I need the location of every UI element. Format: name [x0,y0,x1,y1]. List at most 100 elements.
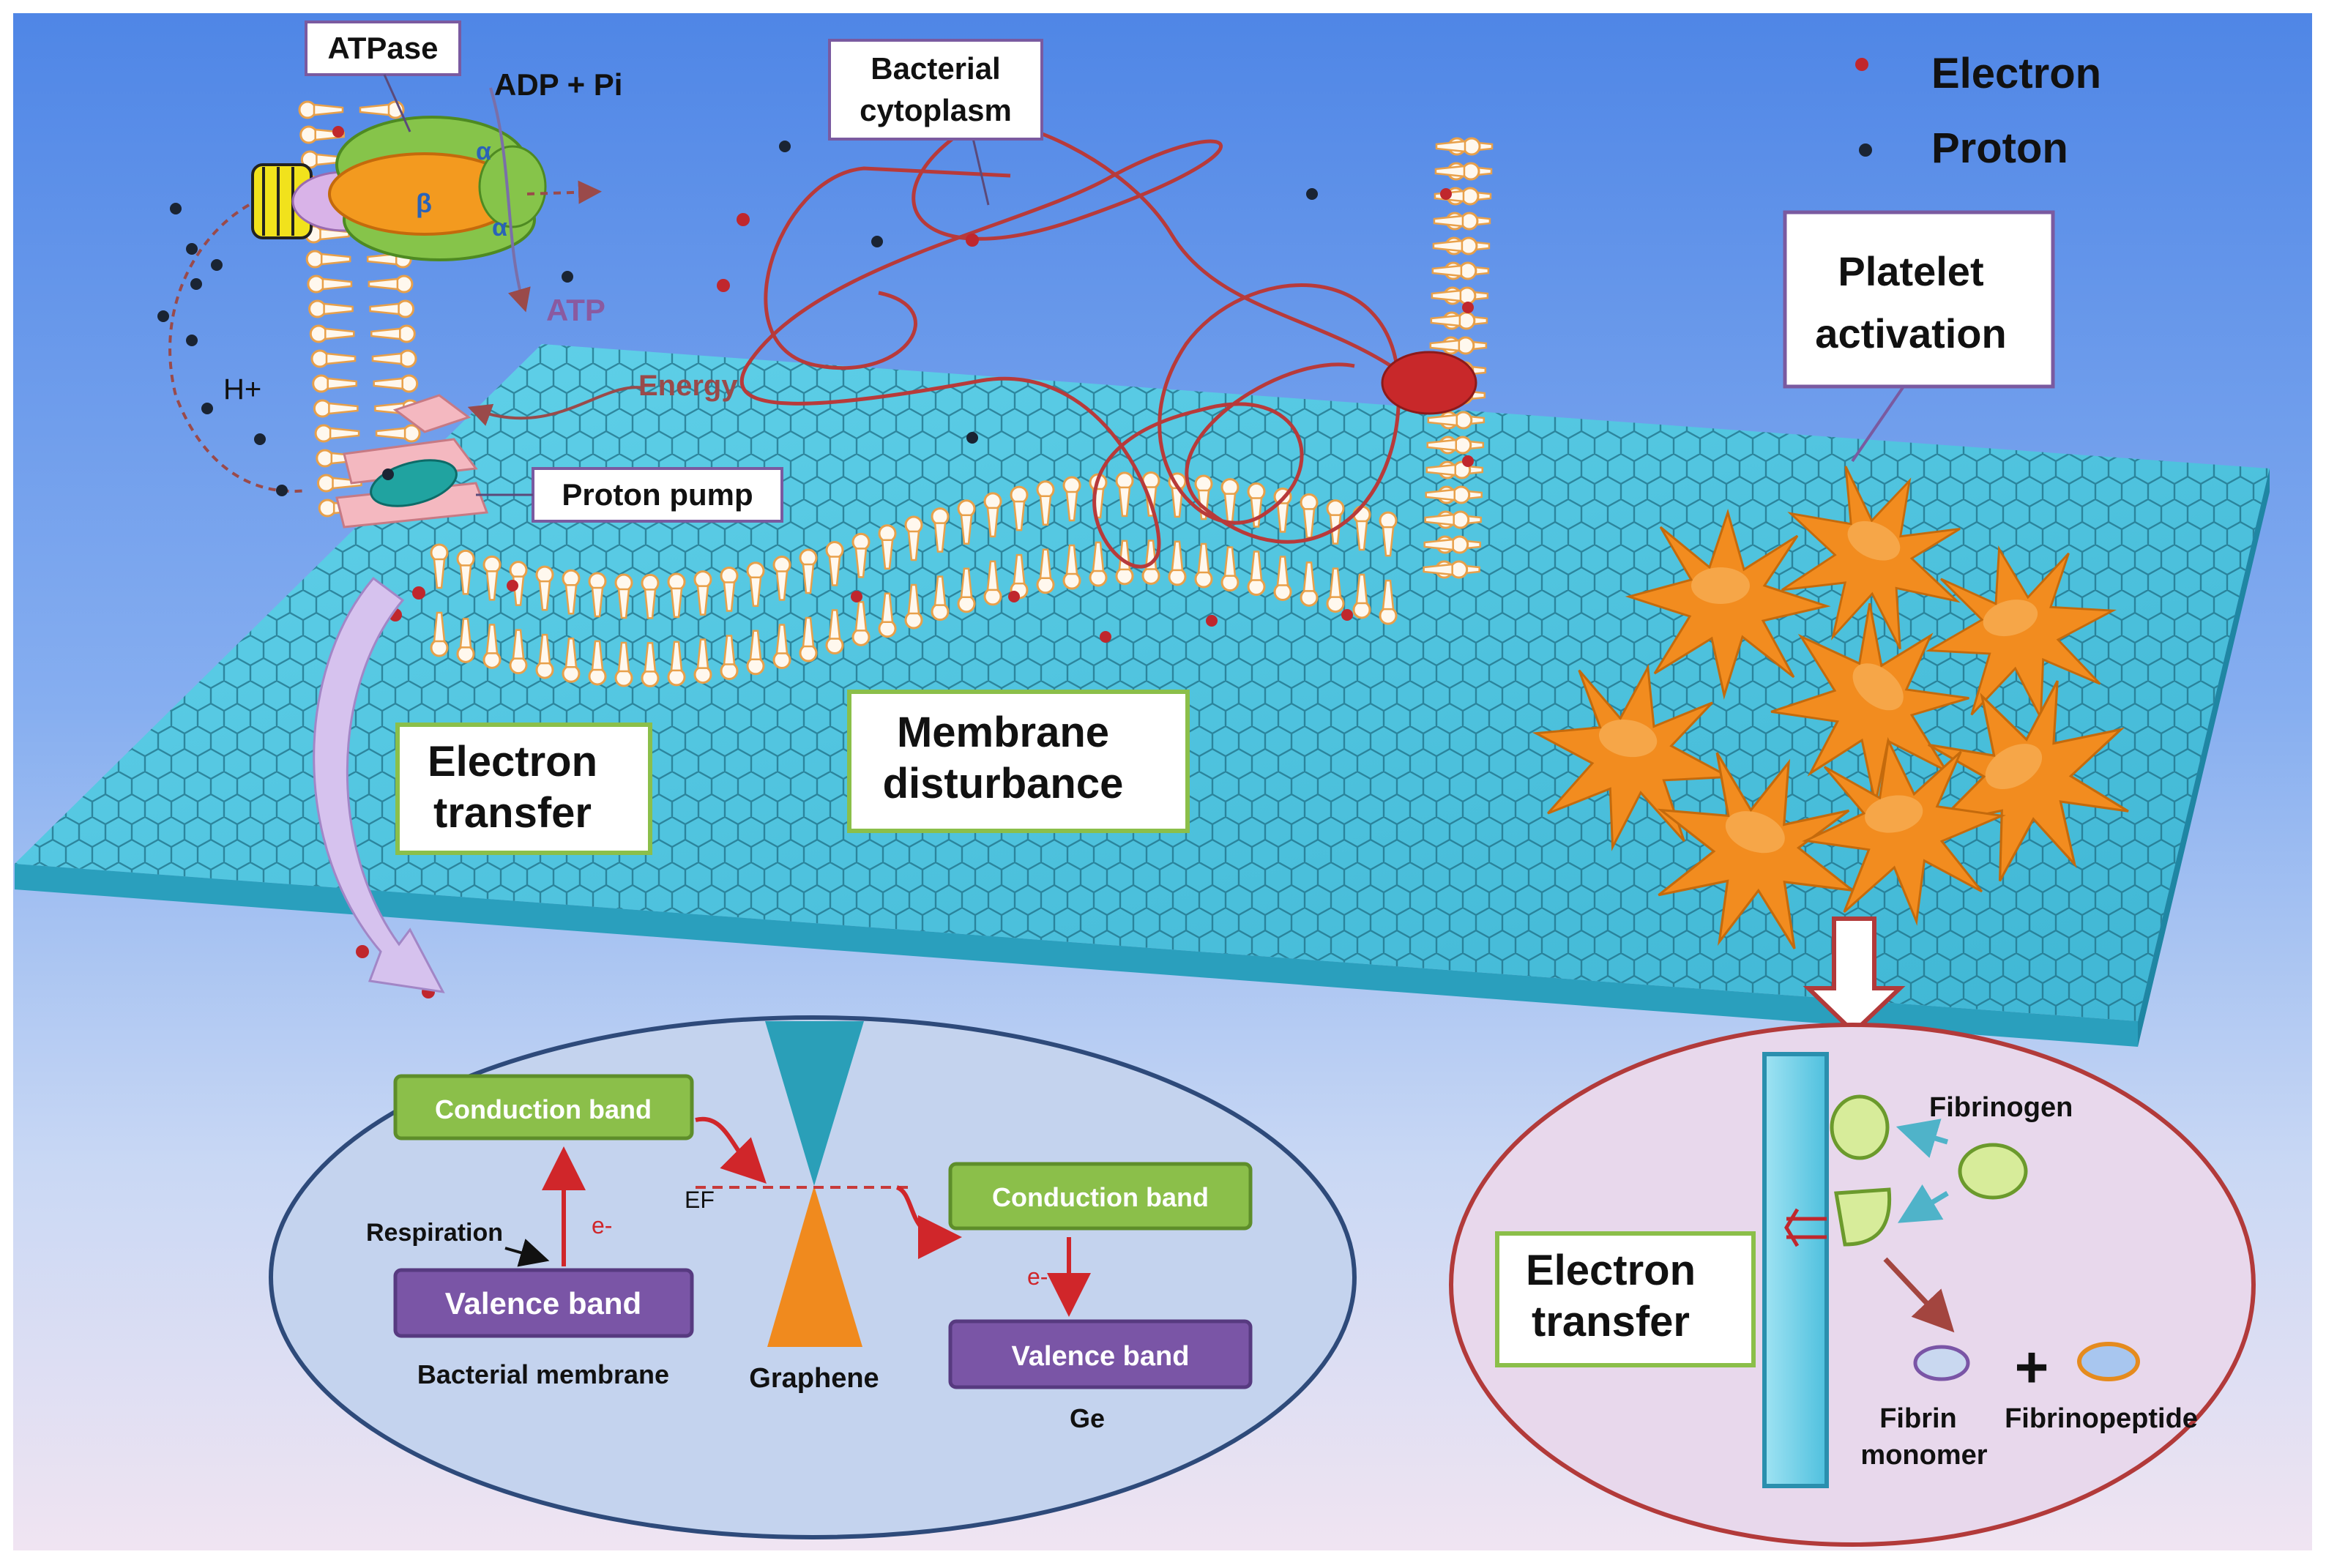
platelet-activation-label-1: Platelet [1838,248,1983,294]
coagulation-panel: Electron transfer Fibrinogen + Fibrin mo… [1449,1023,2256,1547]
fibrinopeptide-label: Fibrinopeptide [2005,1403,2198,1434]
electron-transfer-label-2: transfer [433,789,592,837]
proton-dot [190,278,202,290]
proton-path [168,204,308,493]
conduction-band-right [948,1162,1253,1231]
atpase-box: ATPase [305,20,461,132]
coagulation-flow-arrow [1803,916,1906,1036]
membrane-disturbance-label-2: disturbance [883,760,1124,807]
h-plus-label: H+ [223,373,261,406]
beta-label: β [416,188,432,218]
bacterial-membrane-label: Bacterial membrane [417,1359,669,1389]
cytoplasm-loop [739,122,1401,569]
electron-transfer-bottom-label-2: transfer [1532,1298,1690,1345]
energy-label: Energy [638,370,738,402]
electron-dot [507,580,518,591]
platelet-activation-box: Platelet activation [1783,210,2055,463]
electron-transfer-box-bottom: Electron transfer [1495,1231,1756,1367]
fibrinogen-label: Fibrinogen [1929,1092,2073,1123]
bacterial-cytoplasm-label-2: cytoplasm [860,93,1012,127]
electron-dot [1341,609,1353,621]
valence-band-right [948,1319,1253,1389]
proton-dot [186,243,198,255]
bacterial-cytoplasm-label-1: Bacterial [871,51,1000,86]
proton-dot [562,271,573,283]
proton-dot [254,433,266,445]
proton-dot [1306,188,1318,200]
electron-dot [356,945,369,958]
electron-dot [1440,188,1452,200]
valence-band-left-label: Valence band [445,1286,641,1321]
proton-dot [276,485,288,496]
platelet-activation-label-2: activation [1815,310,2006,356]
electron-dot [737,213,750,226]
valence-band-left [393,1268,694,1338]
electron-dot [717,279,730,292]
atpase-label: ATPase [328,31,439,65]
legend-electron-label: Electron [1931,50,2101,97]
legend-electron-dot [1855,58,1868,71]
atp-label: ATP [546,293,605,327]
fibrinogen-free [1958,1143,2028,1200]
fibrinopeptide [2077,1342,2140,1381]
electron-transfer-label-1: Electron [428,738,597,785]
legend-proton-dot [1859,143,1872,157]
proton-pump-box: Proton pump [476,467,783,523]
graphene-cone-bottom [767,1186,862,1347]
electron-dot [1462,302,1474,313]
proton-dot [211,259,223,271]
plus-sign: + [2015,1334,2049,1400]
atpase-complex: α α β [251,87,602,313]
alpha-label-top: α [476,138,491,165]
fibrinogen-bound-bottom [1834,1187,1892,1247]
electron-dot [1462,455,1474,467]
electron-symbol-left: e- [592,1212,612,1239]
fibrin-label-1: Fibrin [1879,1403,1957,1434]
fibrin-label-2: monomer [1860,1440,1987,1471]
graphene-cone-top [765,1021,864,1186]
graphene-label: Graphene [749,1363,879,1394]
bacterial-cytoplasm-box: Bacterial cytoplasm [828,39,1043,141]
energy-arrow [467,386,645,426]
respiration-label: Respiration [366,1219,503,1247]
particles [157,126,1474,998]
electron-dot [332,126,344,138]
proton-dot [871,236,883,247]
legend: Electron Proton [1855,50,2101,172]
graphene-bar [1762,1052,1829,1488]
legend-proton-label: Proton [1931,124,2068,172]
alpha-label-bottom: α [492,214,507,242]
conduction-band-left [393,1074,694,1140]
adp-pi-label: ADP + Pi [494,67,622,102]
proton-dot [779,141,791,152]
electron-transfer-flow-arrow [313,576,445,993]
cytoplasm-particle [1381,351,1477,415]
conduction-band-left-label: Conduction band [435,1094,652,1124]
band-diagram-panel: Conduction band Valence band e- Respirat… [269,1015,1357,1539]
fibrinogen-bound-top [1830,1094,1890,1160]
electron-dot [851,591,862,602]
membrane-disturbance-box: Membrane disturbance [847,690,1190,833]
fibrin-monomer [1913,1345,1970,1381]
electron-symbol-right: e- [1027,1263,1048,1290]
proton-dot [201,403,213,414]
proton-dot [382,468,394,480]
proton-dot [186,335,198,346]
membrane-disturbance-label-1: Membrane [897,709,1109,756]
proton-dot [966,432,978,444]
electron-dot [966,234,979,247]
proton-dot [157,310,169,322]
electron-transfer-bottom-label-1: Electron [1526,1247,1696,1294]
ge-label: Ge [1070,1403,1105,1433]
proton-pump [335,394,489,529]
electron-dot [412,586,425,600]
electron-dot [1206,615,1218,627]
electron-dot [1008,591,1020,602]
conduction-band-right-label: Conduction band [992,1182,1209,1212]
proton-dot [170,203,182,214]
valence-band-right-label: Valence band [1012,1341,1190,1372]
electron-dot [1100,631,1111,643]
fermi-level-label: EF [685,1187,715,1213]
